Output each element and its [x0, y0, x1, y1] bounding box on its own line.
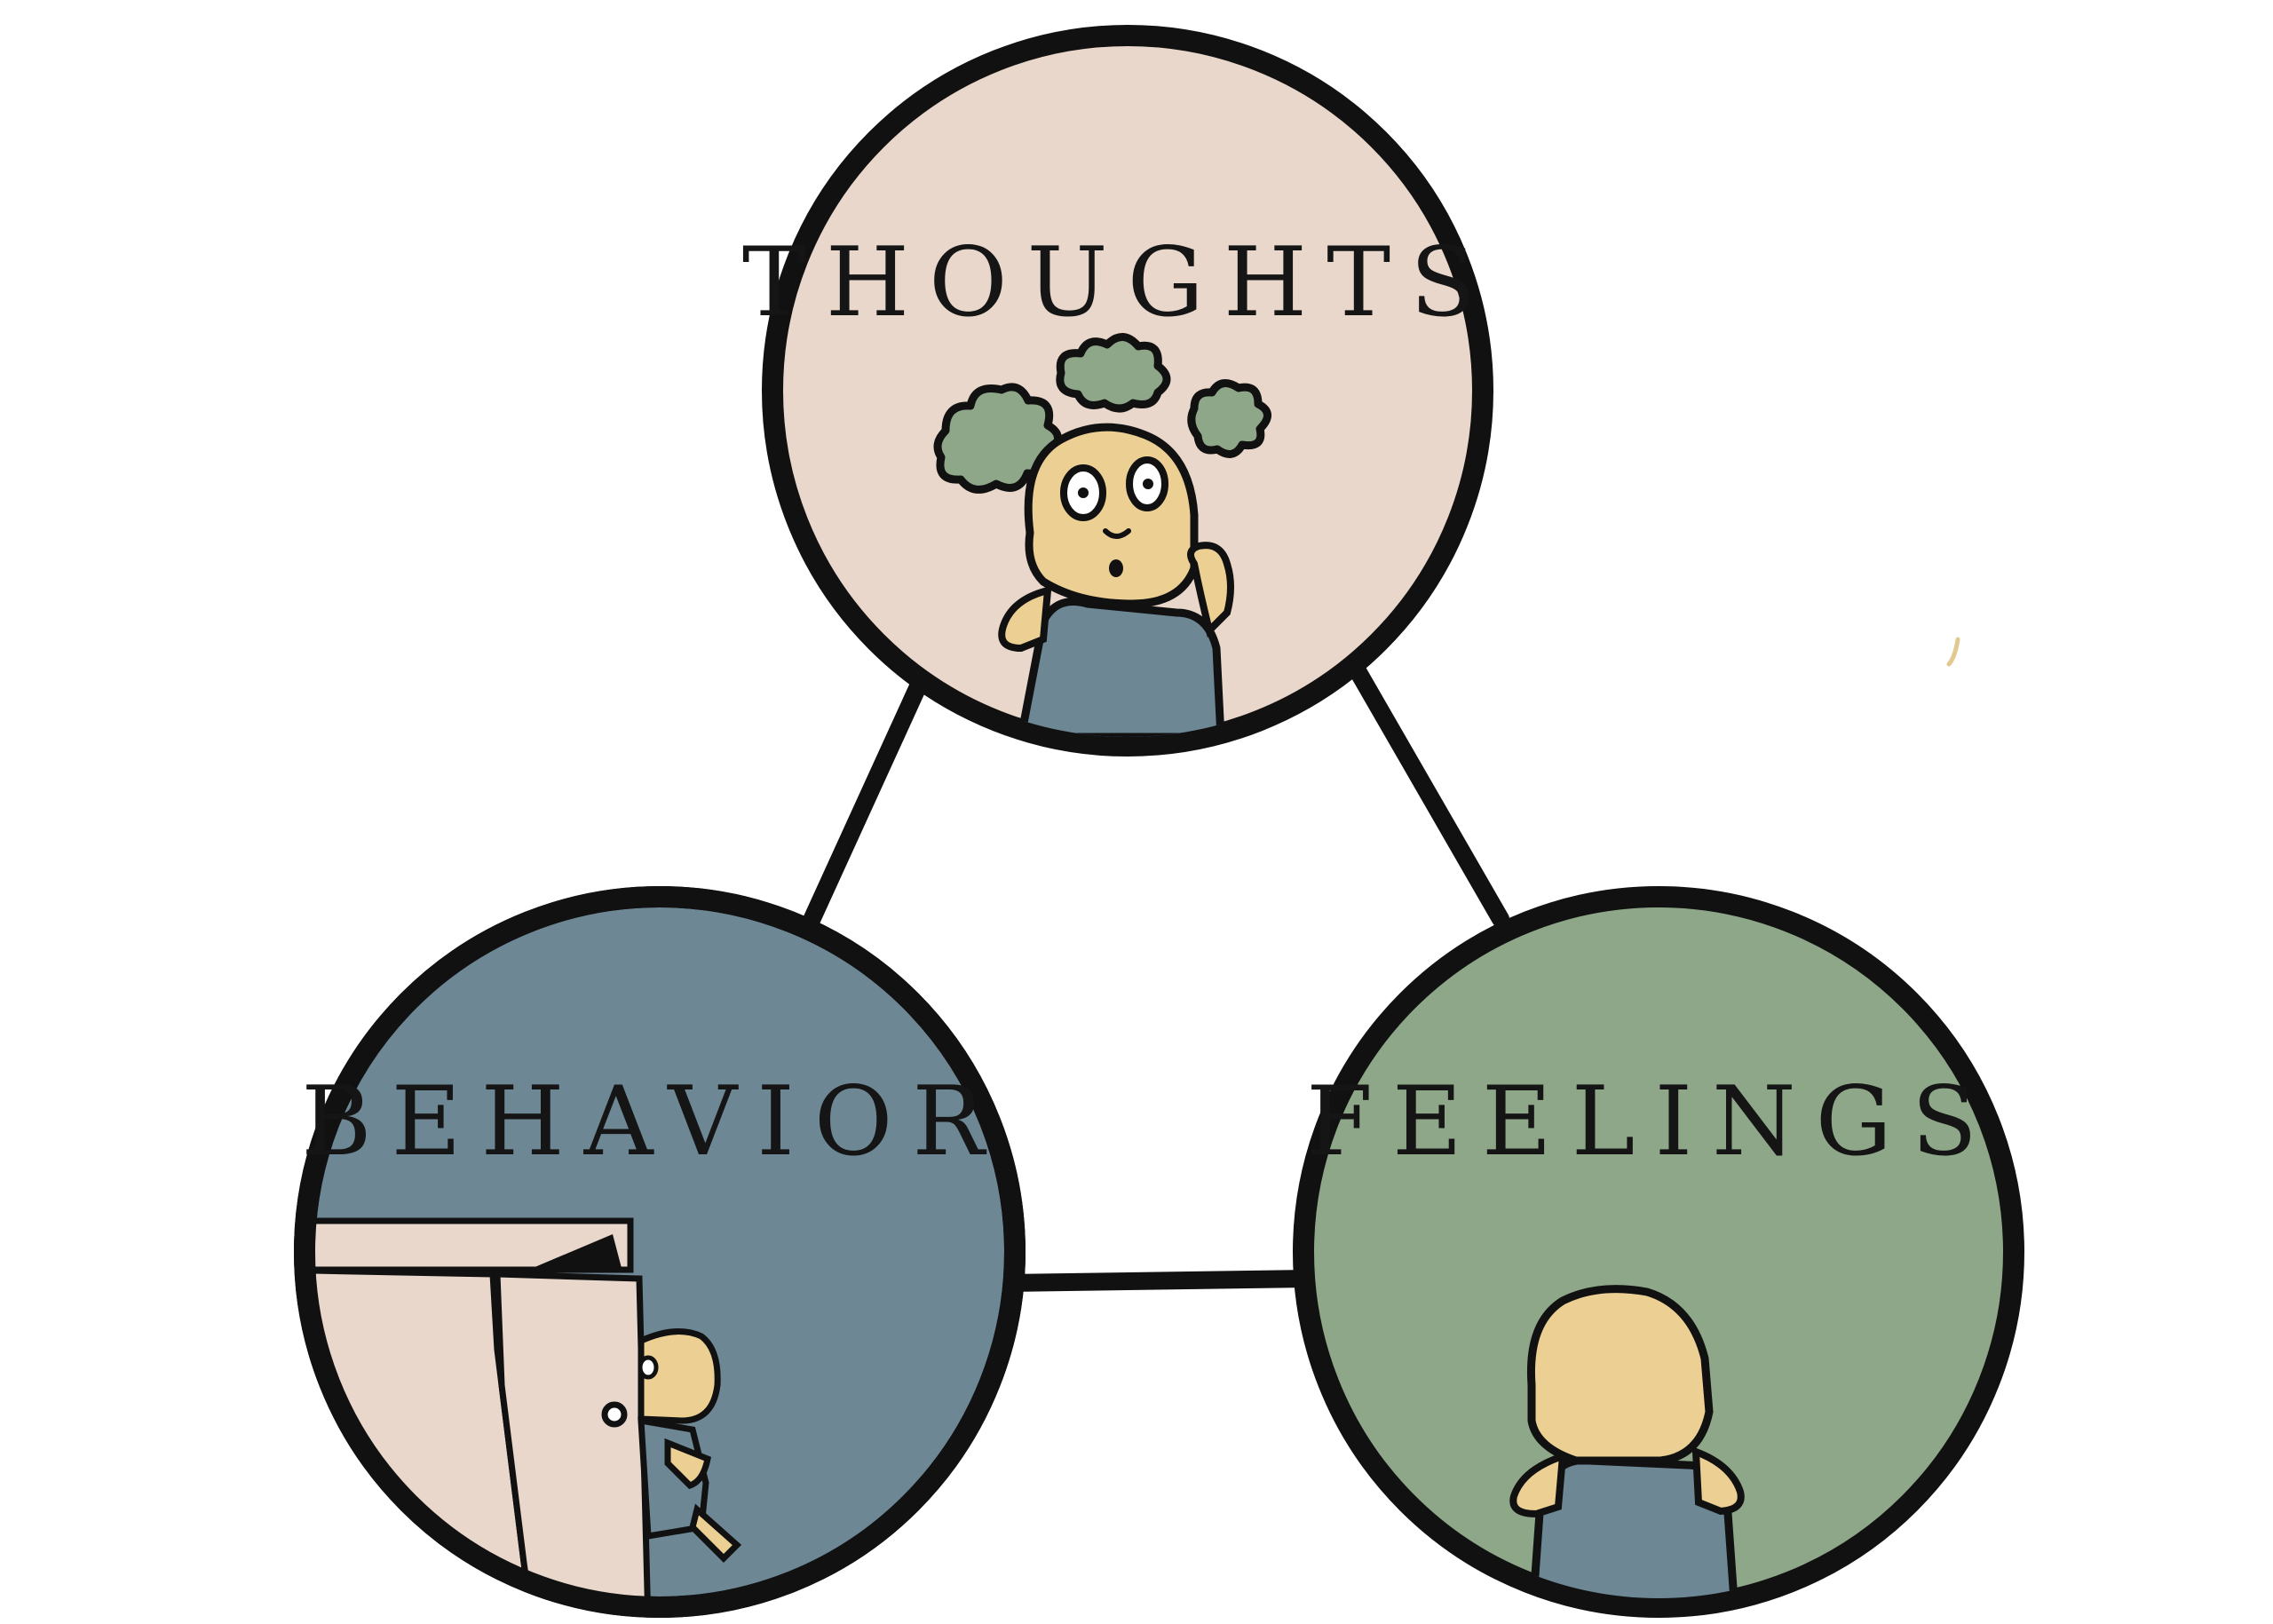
- connector-thoughts-feelings: [1341, 648, 1509, 928]
- connectors: [799, 648, 1509, 1292]
- stray-pencil-mark: [1946, 637, 1960, 667]
- door-edge: [494, 1271, 652, 1598]
- node-feelings: FEELINGS: [1293, 886, 2024, 1618]
- thoughts-person-raised-hand: [1187, 542, 1234, 638]
- thoughts-person-eyes: [1060, 456, 1168, 521]
- thoughts-person-shirt: [1016, 598, 1225, 737]
- feelings-person-hand-right: [1691, 1446, 1745, 1516]
- feelings-person-head: [1526, 1285, 1714, 1465]
- behavior-person-arm: [664, 1438, 712, 1490]
- behavior-person-head: [638, 1328, 721, 1424]
- thoughts-person-hand: [998, 585, 1052, 653]
- node-behavior: BEHAVIOR: [294, 886, 1026, 1618]
- node-thoughts: THOUGHTS: [742, 25, 1495, 757]
- connector-behavior-feelings: [999, 1270, 1319, 1292]
- thoughts-person-mouth-curve: [1103, 528, 1131, 539]
- behavior-person-leg: [689, 1503, 742, 1563]
- connector-thoughts-behavior: [799, 666, 932, 937]
- behavior-person-eye: [638, 1355, 659, 1380]
- behavior-label: BEHAVIOR: [301, 1066, 1004, 1177]
- thought-cloud-icon: [933, 333, 1271, 494]
- thoughts-label: THOUGHTS: [742, 227, 1495, 338]
- feelings-circle: [1293, 886, 2024, 1618]
- worried-person-illustration: [933, 333, 1271, 737]
- door-frame-shadow: [533, 1234, 622, 1268]
- feelings-person-hand-left: [1509, 1451, 1567, 1518]
- sad-person-illustration: [1509, 1285, 1745, 1598]
- door-knob: [601, 1401, 628, 1428]
- thoughts-person-head: [1024, 423, 1199, 608]
- thoughts-person-mouth: [1109, 559, 1123, 577]
- feelings-label: FEELINGS: [1306, 1066, 1997, 1177]
